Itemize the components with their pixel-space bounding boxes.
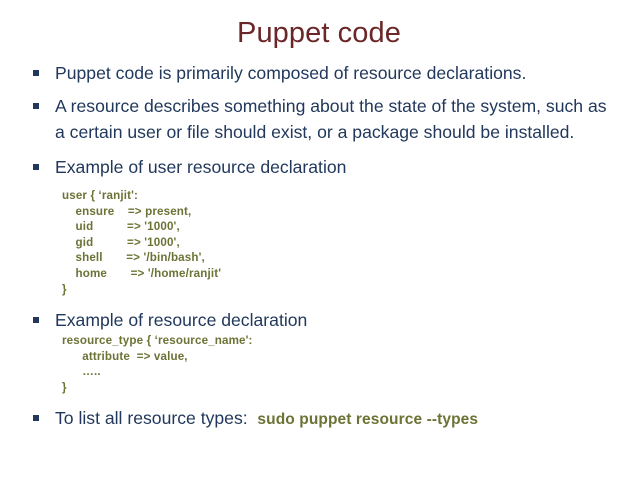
bullet-text-4: Example of resource declaration [55, 310, 308, 331]
square-bullet-icon [33, 414, 39, 421]
page-title: Puppet code [237, 17, 401, 49]
bullet-item-5: To list all resource types: sudo puppet … [0, 405, 638, 433]
slide-body: Puppet code is primarily composed of res… [0, 60, 638, 433]
code-block-generic-resource-example: resource_type { ‘resource_name': attribu… [62, 334, 253, 394]
bullet-item-2: A resource describes something about the… [0, 93, 638, 145]
bullet-text-1: Puppet code is primarily composed of res… [55, 63, 527, 83]
square-bullet-icon [33, 70, 39, 76]
square-bullet-icon [33, 103, 39, 109]
bullet-text-3: Example of user resource declaration [55, 157, 347, 177]
bullet-text-2: A resource describes something about the… [55, 96, 607, 142]
square-bullet-icon [33, 164, 39, 170]
bullet-text-5-wrapper: To list all resource types: sudo puppet … [55, 405, 620, 433]
bullet-item-1: Puppet code is primarily composed of res… [0, 60, 638, 86]
bullet-item-4: Example of resource declaration [0, 307, 638, 333]
bullet-text-5: To list all resource types: [55, 407, 248, 428]
command-text: sudo puppet resource --types [257, 410, 479, 428]
bullet-item-3: Example of user resource declaration [0, 154, 638, 180]
code-block-user-resource-example: user { ‘ranjit': ensure => present, uid … [62, 189, 222, 296]
square-bullet-icon [33, 317, 39, 324]
